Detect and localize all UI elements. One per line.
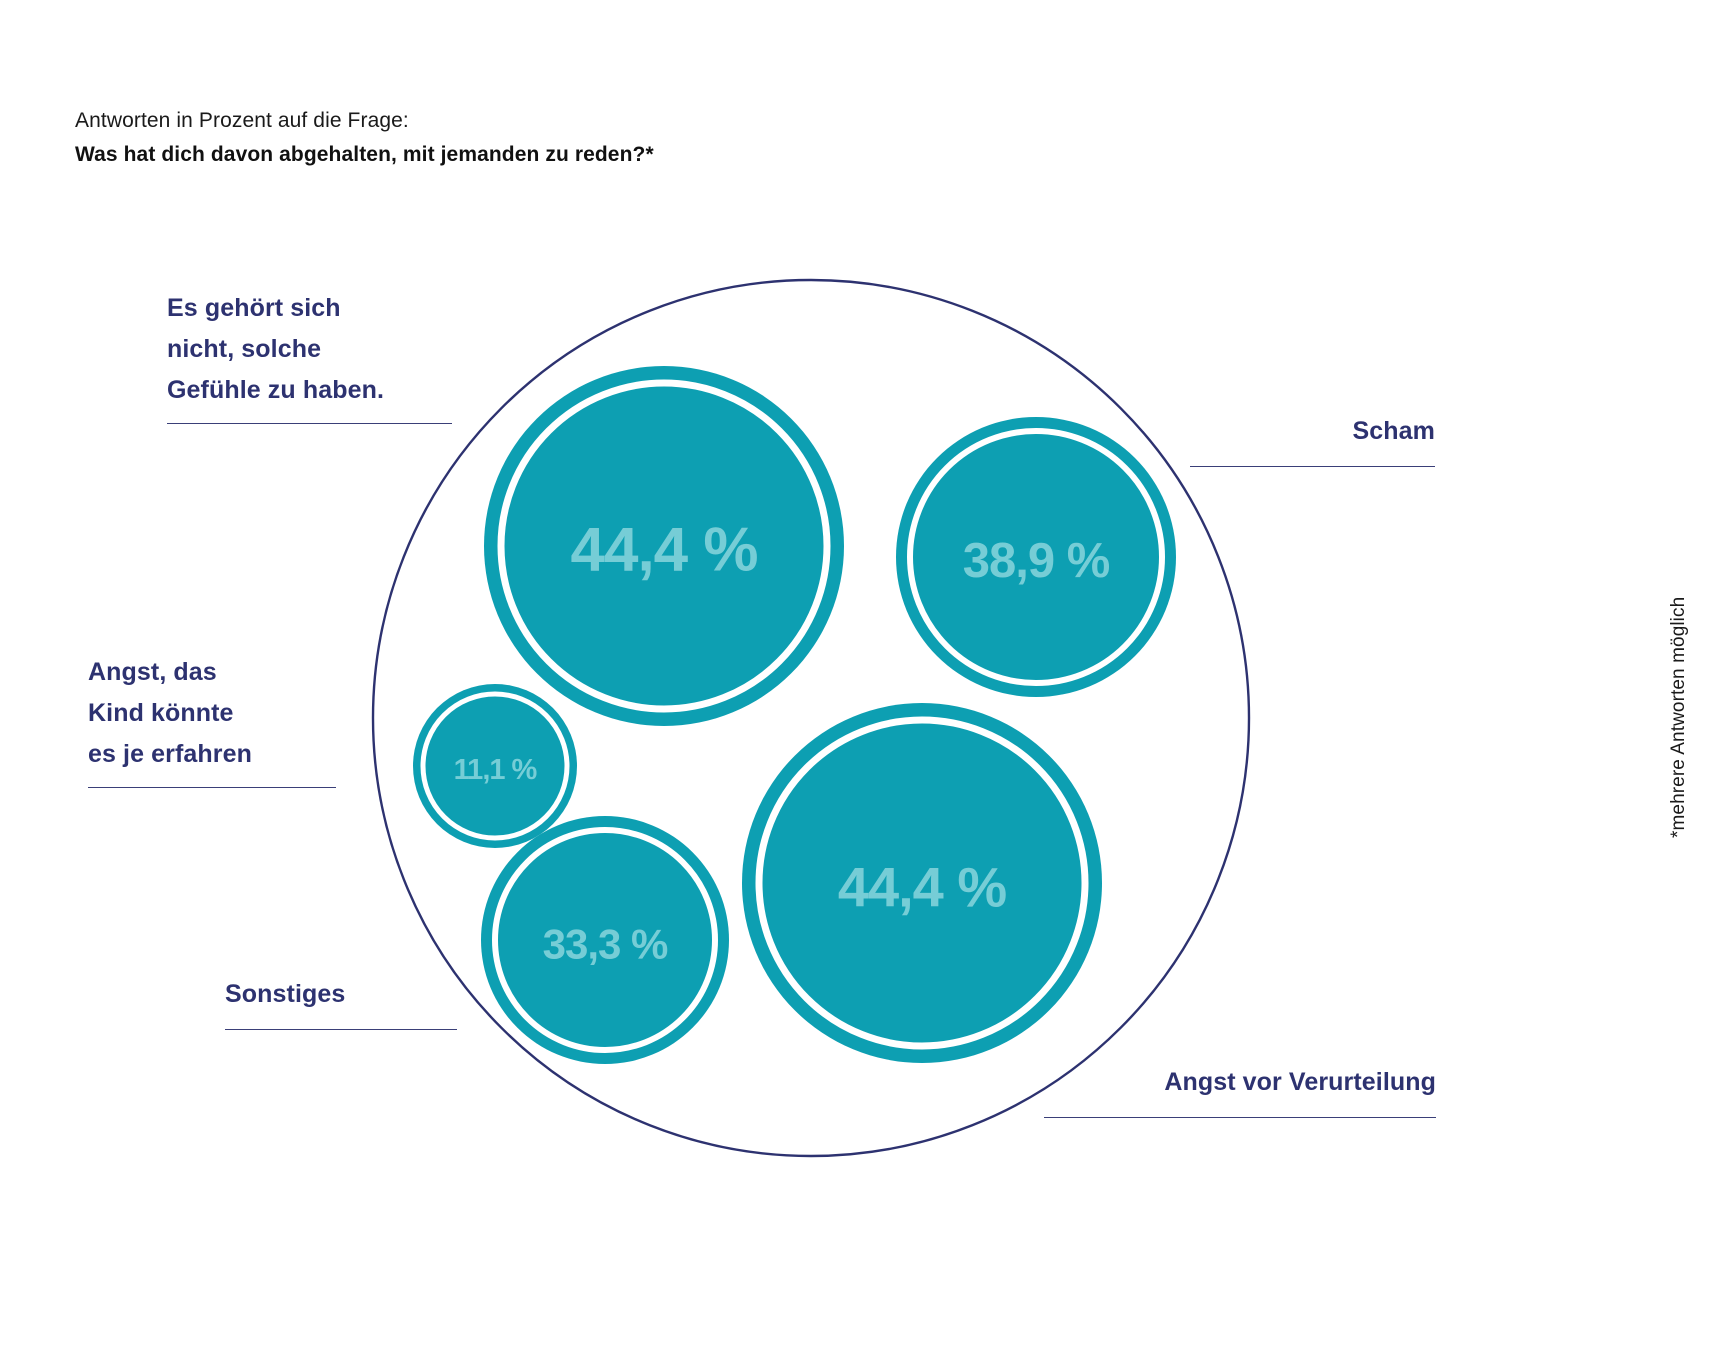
header-question: Was hat dich davon abgehalten, mit jeman… (75, 143, 654, 166)
callout-label-scham: Scham (1352, 417, 1435, 445)
callout-rule (225, 1029, 457, 1030)
callout-label-line: Kind könnte (88, 699, 234, 727)
bubble-value-sonstiges: 33,3 % (543, 921, 668, 968)
callout-label-line: Gefühle zu haben. (167, 376, 384, 404)
callout-es-gehoert[interactable]: Es gehört sich nicht, solche Gefühle zu … (167, 288, 452, 424)
callout-label-verurteilung: Angst vor Verurteilung (1164, 1068, 1436, 1096)
callout-label-line: nicht, solche (167, 335, 322, 363)
callout-rule (1190, 466, 1435, 467)
container-circle (371, 278, 1251, 1158)
bubble-scham[interactable]: 38,9 % (896, 417, 1176, 697)
callout-rule (167, 423, 452, 424)
callout-scham[interactable]: Scham (1190, 411, 1435, 467)
bubble-sonstiges[interactable]: 33,3 % (481, 816, 729, 1064)
callout-label-sonstiges: Sonstiges (225, 980, 346, 1008)
bubble-value-angst-kind: 11,1 % (454, 754, 538, 786)
callout-label-line: Angst, das (88, 658, 217, 686)
bubble-es-gehoert[interactable]: 44,4 % (484, 366, 844, 726)
callout-sonstiges[interactable]: Sonstiges (225, 974, 457, 1030)
footnote: *mehrere Antworten möglich (1668, 596, 1689, 838)
header: Antworten in Prozent auf die Frage: Was … (75, 106, 975, 170)
callout-verurteilung[interactable]: Angst vor Verurteilung (1044, 1062, 1436, 1118)
bubble-angst-kind[interactable]: 11,1 % (413, 684, 577, 848)
header-intro: Antworten in Prozent auf die Frage: (75, 109, 409, 132)
bubble-value-verurteilung: 44,4 % (838, 856, 1007, 919)
callout-rule (1044, 1117, 1436, 1118)
bubble-verurteilung[interactable]: 44,4 % (742, 703, 1102, 1063)
bubble-value-es-gehoert: 44,4 % (570, 516, 757, 585)
callout-label-line: Es gehört sich (167, 294, 341, 322)
callout-angst-kind[interactable]: Angst, das Kind könnte es je erfahren (88, 652, 336, 788)
callout-label-line: es je erfahren (88, 740, 252, 768)
bubble-value-scham: 38,9 % (963, 534, 1110, 588)
callout-rule (88, 787, 336, 788)
